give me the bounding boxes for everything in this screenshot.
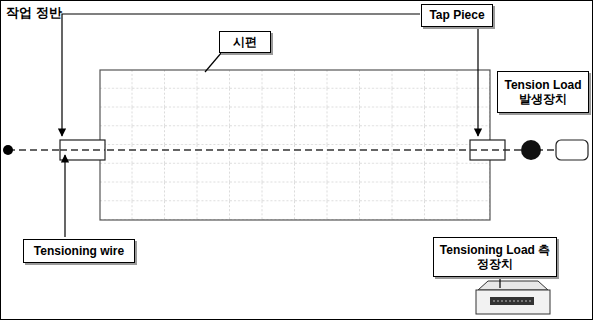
specimen (100, 70, 490, 220)
tension-generator (556, 140, 588, 160)
callout-box: Tensioning Load 측정장치 (433, 237, 557, 277)
measuring-device (476, 281, 550, 314)
callout-box: 시편 (219, 31, 271, 53)
callout-label: Tensioning wire (34, 244, 124, 258)
callout-box: Tension Load 발생장치 (497, 71, 589, 113)
callout-label: Tensioning Load 측정장치 (438, 243, 552, 272)
callout-label: Tension Load 발생장치 (502, 78, 584, 107)
callout-label: Tap Piece (429, 8, 484, 22)
tap-piece (470, 140, 505, 160)
anchor-point (3, 145, 13, 155)
callout-label: 시편 (233, 35, 257, 49)
table-heading: 작업 정반 (6, 4, 62, 22)
load-cell (521, 140, 541, 160)
callout-box: Tap Piece (421, 4, 493, 27)
tap-piece (60, 140, 105, 160)
callout-box: Tensioning wire (23, 239, 135, 263)
